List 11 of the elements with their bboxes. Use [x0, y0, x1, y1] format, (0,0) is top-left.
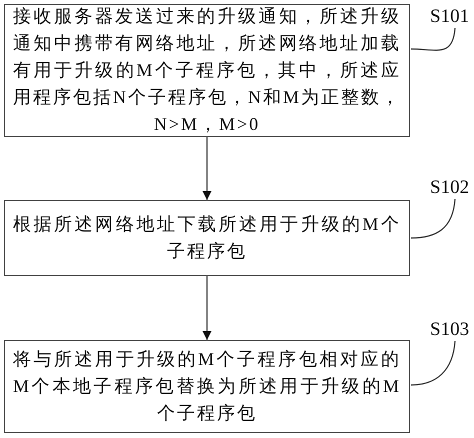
process-box: 将与所述用于升级的M个子程序包相对应的M个本地子程序包替换为所述用于升级的M个子程序包 [4, 340, 410, 433]
leader-line [410, 28, 456, 51]
step-label: S101 [430, 6, 470, 28]
leader-line [410, 340, 456, 386]
process-box: 根据所述网络地址下载所述用于升级的M个子程序包 [4, 200, 410, 276]
process-box: 接收服务器发送过来的升级通知，所述升级通知中携带有网络地址，所述网络地址加载有用于升级的M个子程序包，其中，所述应用程序包括N个子程序包，N和M为正整数，N>M，M>0 [4, 4, 410, 137]
step-label: S102 [430, 177, 470, 199]
step-label: S103 [430, 319, 470, 341]
arrow [202, 137, 212, 200]
leader-line [410, 198, 456, 239]
arrow [202, 276, 212, 340]
